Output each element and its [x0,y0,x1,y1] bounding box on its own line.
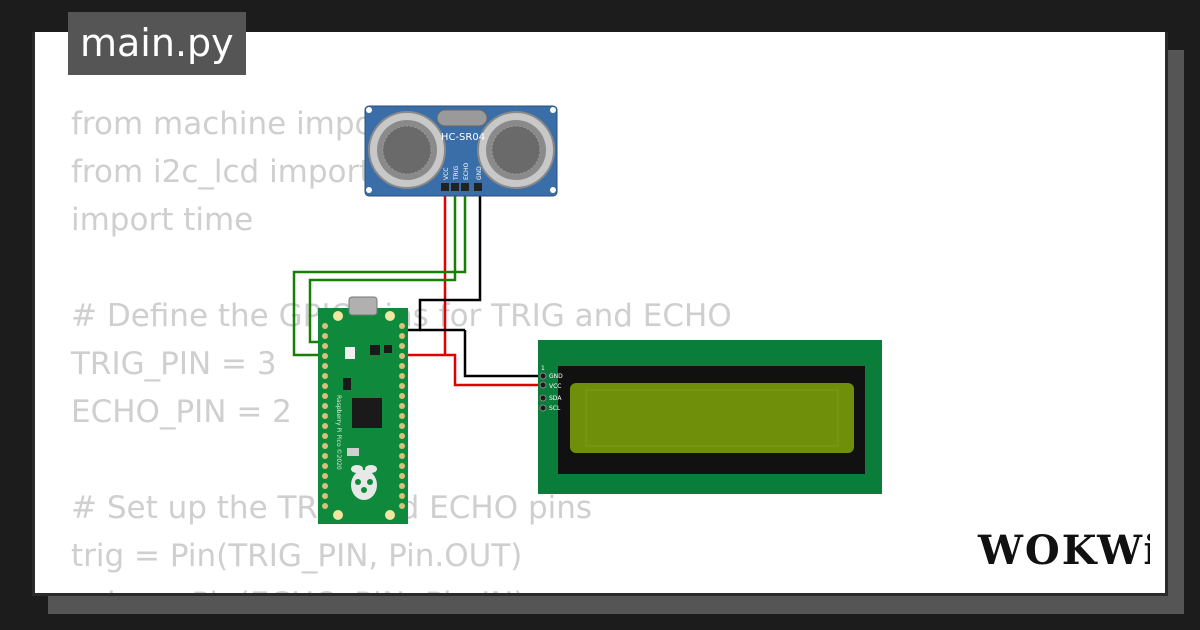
sensor-name: HC-SR04 [441,132,485,143]
wire-trig-green[interactable] [308,196,457,344]
ultrasonic-transducer-right [477,111,555,189]
pico-board-label: Raspberry Pi Pico ©2020 [335,395,342,470]
wire-echo-green[interactable] [292,196,467,357]
lcd-pin-number: 1 [541,365,545,372]
lcd-1602-i2c[interactable]: 1 GND VCC SDA SCL [538,340,882,494]
file-tab[interactable]: main.py [68,12,246,75]
sensor-pin-label: VCC [443,168,450,180]
wire-vcc-red[interactable] [402,196,540,387]
lcd-pin-label: SDA [549,395,562,402]
wires [292,196,540,387]
pico-pins-left [322,323,328,509]
code-line: import time [71,202,254,238]
wokwi-logo-text: WOKWi [977,527,1150,574]
sensor-pin-label: GND [476,166,483,180]
lcd-pin-label: SCL [549,405,561,412]
code-line: trig = Pin(TRIG_PIN, Pin.OUT) [71,538,523,574]
lcd-pin-header [539,372,547,412]
pico-pins-right [399,323,405,509]
lcd-pin-label: GND [549,373,563,380]
sensor-pin-header [441,183,482,191]
hc-sr04-sensor[interactable]: HC-SR04 VCC TRIG ECHO GND [364,105,558,197]
raspberry-pi-pico[interactable]: Raspberry Pi Pico ©2020 [318,296,408,524]
wokwi-logo[interactable]: WOKWi [976,522,1150,574]
wire-gnd-black[interactable] [402,196,540,378]
sensor-pin-label: TRIG [453,165,460,181]
lcd-pin-label: VCC [549,383,561,390]
raspberry-logo-icon [351,465,377,500]
preview-card: from machine import Pin from i2c_lcd imp… [32,32,1168,596]
lcd-character-grid [585,389,839,447]
ultrasonic-transducer-left [368,111,446,189]
code-listing: from machine import Pin from i2c_lcd imp… [71,100,732,593]
code-line: TRIG_PIN = 3 [71,346,277,382]
rp2040-chip [352,398,382,428]
sensor-pin-label: ECHO [463,163,470,180]
code-line: ECHO_PIN = 2 [71,394,292,430]
code-line: echo = Pin(ECHO_PIN, Pin.IN) [71,580,732,593]
